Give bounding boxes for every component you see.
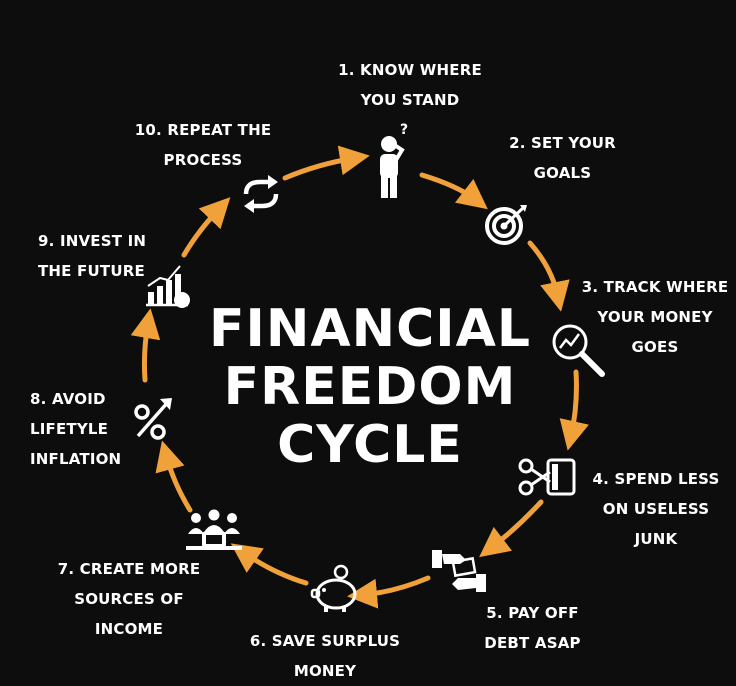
step-9-line-2: THE FUTURE	[38, 262, 145, 280]
step-7-label: 7. CREATE MORE SOURCES OF INCOME	[48, 554, 210, 644]
arrow-4-to-5	[479, 499, 544, 558]
title-line-2: FREEDOM	[223, 357, 517, 417]
step-6-line-1: 6. SAVE SURPLUS	[249, 632, 401, 650]
step-4-line-3: JUNK	[634, 530, 678, 548]
magnifier-chart-icon	[552, 324, 605, 377]
step-7-line-3: INCOME	[94, 620, 164, 638]
title-line-3: CYCLE	[277, 415, 463, 475]
title-line-1: FINANCIAL	[208, 299, 532, 359]
step-1-line-1: 1. KNOW WHERE	[338, 61, 482, 79]
arrow-7-to-8	[155, 440, 193, 513]
piggy-bank-icon	[310, 564, 357, 612]
step-3-line-1: 3. TRACK WHERE	[581, 278, 729, 296]
step-1-label: 1. KNOW WHERE YOU STAND	[320, 55, 500, 115]
arrow-5-to-6	[347, 575, 431, 609]
arrow-2-to-3	[527, 240, 570, 312]
step-4-label: 4. SPEND LESS ON USELESS JUNK	[586, 464, 726, 554]
arrow-1-to-2	[419, 172, 488, 210]
step-3-line-3: GOES	[631, 338, 679, 356]
step-10-line-2: PROCESS	[163, 151, 243, 169]
step-5-line-1: 5. PAY OFF	[486, 604, 579, 622]
step-2-label: 2. SET YOUR GOALS	[495, 128, 630, 188]
step-8-line-1: 8. AVOID	[30, 390, 106, 408]
step-8-line-2: LIFETYLE	[30, 420, 109, 438]
svg-text:?: ?	[400, 122, 408, 138]
step-7-line-2: SOURCES OF	[74, 590, 184, 608]
step-2-line-1: 2. SET YOUR	[509, 134, 616, 152]
step-4-line-1: 4. SPEND LESS	[592, 470, 720, 488]
step-1-line-2: YOU STAND	[360, 91, 460, 109]
arrow-6-to-7	[230, 543, 309, 586]
arrow-8-to-9	[130, 308, 161, 383]
step-6-line-2: MONEY	[293, 662, 357, 680]
step-8-line-3: INFLATION	[30, 450, 122, 468]
step-7-line-1: 7. CREATE MORE	[57, 560, 201, 578]
step-10-label: 10. REPEAT THE PROCESS	[128, 115, 278, 175]
team-laptop-icon	[186, 509, 242, 550]
step-8-label: 8. AVOID LIFETYLE INFLATION	[30, 384, 140, 474]
arrow-9-to-10	[181, 197, 231, 258]
percent-arrow-icon	[134, 398, 172, 440]
step-6-label: 6. SAVE SURPLUS MONEY	[245, 626, 405, 686]
step-4-line-2: ON USELESS	[602, 500, 710, 518]
arrow-10-to-1	[282, 145, 370, 181]
growth-chart-icon	[146, 265, 190, 308]
target-icon	[485, 205, 527, 245]
step-10-line-1: 10. REPEAT THE	[134, 121, 272, 139]
repeat-icon	[243, 175, 279, 213]
arrow-3-to-4	[559, 369, 589, 451]
step-5-label: 5. PAY OFF DEBT ASAP	[470, 598, 595, 658]
scissors-card-icon	[518, 458, 576, 496]
handshake-money-icon	[432, 550, 486, 592]
step-2-line-2: GOALS	[533, 164, 592, 182]
step-5-line-2: DEBT ASAP	[484, 634, 581, 652]
thinking-person-icon: ?	[380, 122, 408, 198]
step-3-label: 3. TRACK WHERE YOUR MONEY GOES	[580, 272, 730, 362]
step-9-line-1: 9. INVEST IN	[38, 232, 147, 250]
step-9-label: 9. INVEST IN THE FUTURE	[38, 226, 163, 286]
step-3-line-2: YOUR MONEY	[597, 308, 713, 326]
diagram-title: FINANCIAL FREEDOM CYCLE	[190, 300, 550, 474]
